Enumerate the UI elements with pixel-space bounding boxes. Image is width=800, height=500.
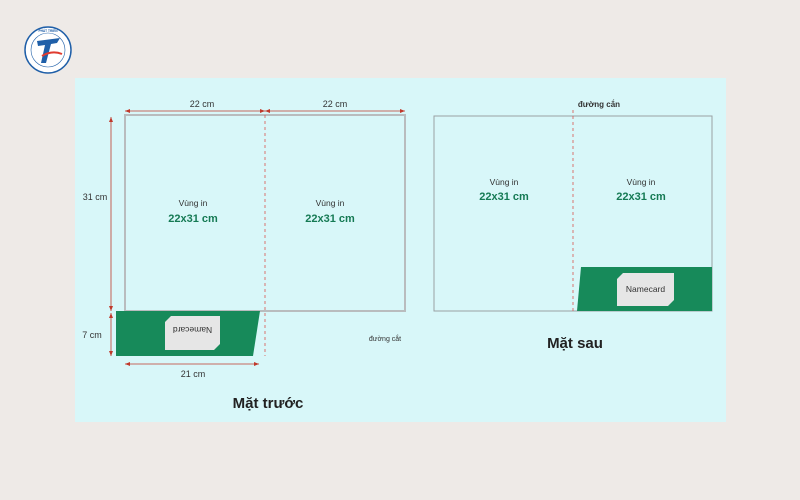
front-left-print-size: 22x31 cm [168,213,218,225]
back-left-print-size: 22x31 cm [479,191,529,203]
front-width-left-label: 22 cm [190,99,215,109]
front-right-print-size: 22x31 cm [305,213,355,225]
front-left-dimensions: 31 cm 7 cm [82,117,113,356]
front-cut-line-label: đường cắt [369,334,401,343]
brand-logo: PHÁT TRIỂN [24,26,72,74]
back-cut-line-label: đường cắn [578,100,620,109]
front-height-main-label: 31 cm [83,192,108,202]
front-height-pocket-label: 7 cm [82,330,102,340]
front-bottom-dimension: 21 cm [125,362,259,379]
front-title: Mặt trước [233,395,304,412]
back-right-print-label: Vùng in [627,177,656,187]
front-width-right-label: 22 cm [323,99,348,109]
front-pocket-width-label: 21 cm [181,369,206,379]
front-namecard-label: Namecard [173,325,212,335]
back-title: Mặt sau [547,335,603,352]
back-right-print-size: 22x31 cm [616,191,666,203]
back-left-print-label: Vùng in [490,177,519,187]
svg-text:PHÁT TRIỂN: PHÁT TRIỂN [38,28,58,33]
front-right-print-label: Vùng in [316,198,345,208]
back-namecard [617,273,674,306]
front-top-dimensions: 22 cm 22 cm [125,99,405,113]
front-left-print-label: Vùng in [179,198,208,208]
front-namecard [165,316,220,350]
back-namecard-label: Namecard [626,284,665,294]
